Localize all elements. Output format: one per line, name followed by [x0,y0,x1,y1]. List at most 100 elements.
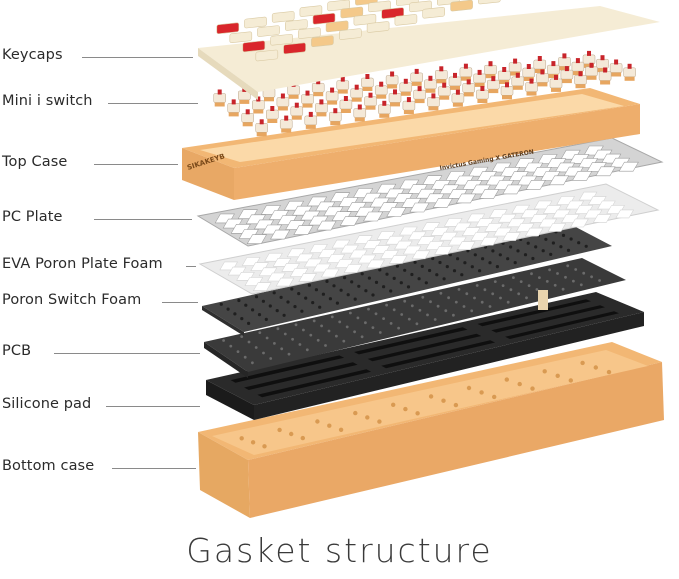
pcb-pad [324,344,327,347]
switch-housing [336,80,350,90]
switch-stem [340,76,345,82]
switch-base [502,95,512,100]
pcb-pad [582,271,586,275]
switch-base [485,74,496,79]
switch-housing [473,73,486,84]
screw-post [327,423,332,428]
switch-housing [508,62,522,72]
foam-hole [233,312,237,316]
pcb-pad [415,322,419,326]
screw-post [338,427,344,432]
keycap [312,12,336,25]
screw-post [466,385,472,391]
pcb-pad [251,361,254,365]
pcb-pad [506,300,510,304]
pcb-pad [294,323,298,327]
pcb-pad [525,296,528,300]
switch-base [551,87,561,92]
layer-label: Keycaps [2,47,63,63]
diagram-caption: Gasket structure [186,531,493,570]
screw-post [555,373,560,378]
pcb-pad [258,331,262,334]
pcb-pad [327,329,331,333]
switch-base [340,109,351,113]
foam-hole [498,253,502,257]
pcb-pad [276,327,280,331]
switch-base [281,128,292,133]
foam-hole [328,297,332,301]
switch-stem [393,89,397,95]
foam-hole [286,300,290,304]
screw-post [300,435,305,441]
foam-hole [516,249,520,253]
switch-base [387,84,398,89]
eva-cutout [366,259,385,269]
switch-base [559,66,570,71]
switch-base [600,80,611,85]
switch-base [523,77,534,81]
silicone-pad-cutouts [230,299,619,398]
switch-stem [217,89,222,95]
screw-post [593,365,598,370]
pcb-pad [400,313,404,316]
foam-hole [360,272,364,276]
switch-base [460,76,471,81]
foam-hole [346,293,350,297]
pcb-pad [262,351,265,355]
switch-housing [402,100,416,111]
pcb-pad [269,357,273,360]
pcb-pad [574,268,578,271]
switch-housing [301,94,314,104]
switch-base [253,109,264,114]
pcb-pad [316,338,320,342]
switch-stem [455,89,460,95]
keycap [284,19,308,31]
foam-hole [509,245,513,249]
foam-hole [350,280,354,284]
switch-stem [403,78,408,84]
switch-stem [600,55,605,61]
screw-post [568,378,573,383]
switch-base [362,87,373,91]
switch-base [288,94,299,99]
switch-base [477,99,488,103]
foam-hole [544,237,548,241]
layer-leader-line [94,219,192,220]
pcb-pad [439,291,443,295]
screw-post [315,419,320,424]
pcb-pad [385,303,388,307]
switch-stem [343,96,348,101]
pcb-pad [501,284,505,287]
switch-base [537,82,548,87]
switch-stem [354,84,359,90]
switch-base [624,76,635,81]
switch-housing [448,76,462,87]
pcb-pad [364,321,367,325]
pcb-pad [302,328,305,332]
foam-hole [491,249,495,253]
eva-cutout [411,250,431,260]
layer-leader-line [108,103,198,104]
pcb-pad [283,332,287,336]
plate-cutout [618,161,639,172]
foam-hole [374,280,379,284]
keycap [216,22,240,35]
foam-hole [237,298,241,303]
foam-hole [378,268,382,272]
switch-stem [515,72,520,78]
pcb-pad [353,330,356,334]
pcb-pad [265,336,269,340]
switch-base [400,91,411,96]
switch-stem [330,87,335,93]
switch-housing [525,82,538,92]
pc-plate-layer [196,137,664,247]
pcb-pad [392,308,396,312]
switch-base [327,100,338,105]
foam-hole [523,253,528,257]
switch-stem [502,67,507,72]
foam-hole [531,256,535,261]
screw-post [428,394,434,399]
plate-cutout [339,216,360,226]
screw-post [250,440,256,445]
layer-label: Bottom case [2,458,95,474]
